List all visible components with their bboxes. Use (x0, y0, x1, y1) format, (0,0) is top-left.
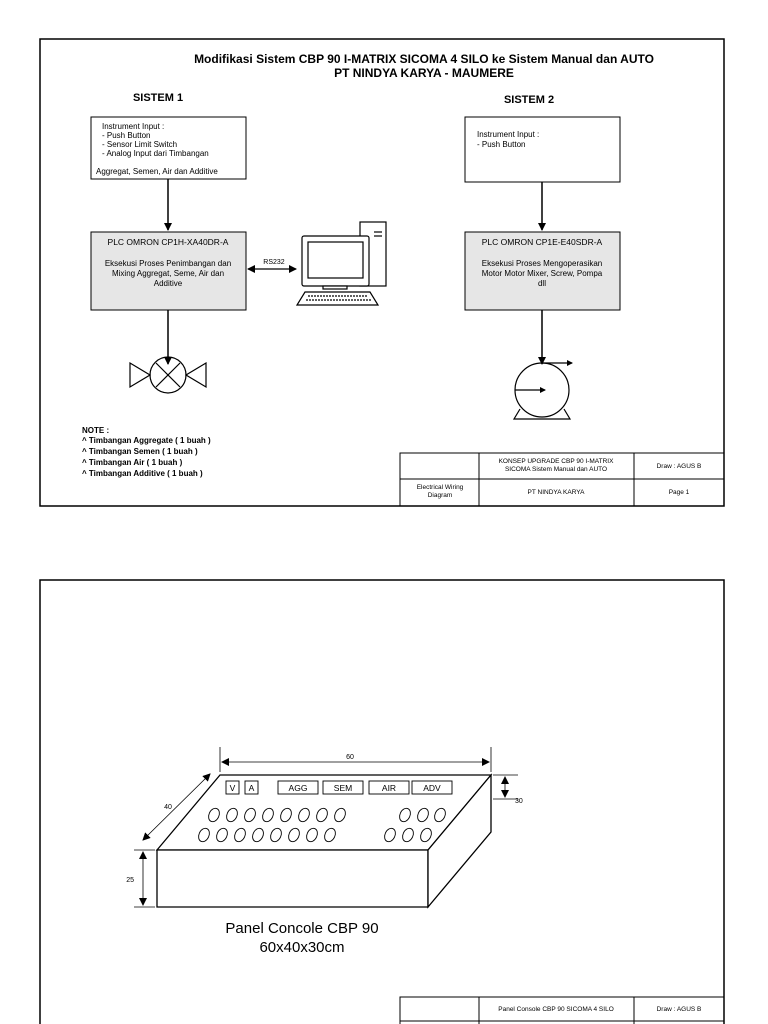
panel-switch-hole (324, 827, 336, 843)
panel-button-label: AIR (382, 783, 396, 793)
computer-icon (295, 221, 387, 306)
panel-switch-hole (216, 827, 228, 843)
sheet-2: 60 40 30 25 V A AGG SEM AIR ADV Panel Co… (39, 579, 725, 1024)
sheet-title-line1: Modifikasi Sistem CBP 90 I-MATRIX SICOMA… (194, 52, 654, 66)
panel-switch-hole (399, 807, 411, 823)
note-item: ^ Timbangan Aggregate ( 1 buah ) (82, 436, 211, 445)
panel-switch-hole (434, 807, 446, 823)
panel-button-adv (411, 780, 453, 795)
note-heading: NOTE : (82, 426, 109, 435)
panel-switch-hole (198, 827, 210, 843)
system2-input-line: Instrument Input : (477, 130, 539, 139)
plc2-desc-line: Eksekusi Proses Mengoperasikan (482, 259, 603, 268)
title-block-2 (399, 996, 724, 1024)
panel-switch-hole (402, 827, 414, 843)
system2-input-box (464, 116, 621, 183)
dim-height-left-label: 25 (126, 877, 134, 884)
system1-input-line: - Sensor Limit Switch (102, 140, 177, 149)
dim-depth-line (142, 773, 211, 841)
title-block-doc-type-line: Electrical Wiring (417, 484, 464, 491)
title-block-company: PT NINDYA KARYA (528, 489, 586, 496)
panel-switch-hole (417, 807, 429, 823)
panel-switch-hole (252, 827, 264, 843)
note-item: ^ Timbangan Semen ( 1 buah ) (82, 447, 198, 456)
system1-input-line: Aggregat, Semen, Air dan Additive (96, 167, 218, 176)
panel-caption-line1: Panel Concole CBP 90 (225, 920, 378, 937)
plc2-box (464, 231, 621, 311)
panel-button-label: AGG (289, 783, 308, 793)
panel-button-agg (277, 780, 319, 795)
title-block-2-draw: Draw : AGUS B (657, 1006, 702, 1013)
valve-icon (129, 356, 207, 394)
sheet-2-border (39, 579, 725, 1024)
panel-button-label: A (249, 783, 255, 793)
panel-switch-hole (334, 807, 346, 823)
rs232-label: RS232 (263, 259, 285, 266)
panel-switch-holes (198, 807, 446, 843)
panel-switch-hole (288, 827, 300, 843)
panel-button-label: SEM (334, 783, 352, 793)
panel-switch-hole (244, 807, 256, 823)
plc1-desc-line: Additive (154, 279, 183, 288)
sheet-1: Modifikasi Sistem CBP 90 I-MATRIX SICOMA… (39, 38, 725, 507)
plc1-desc-line: Eksekusi Proses Penimbangan dan (105, 259, 231, 268)
plc1-desc-line: Mixing Aggregat, Seme, Air dan (112, 269, 224, 278)
title-block-doc-type-line: Diagram (428, 492, 453, 499)
panel-switch-hole (280, 807, 292, 823)
panel-switch-hole (234, 827, 246, 843)
system1-input-line: - Analog Input dari Timbangan (102, 149, 209, 158)
dim-width-label: 60 (346, 754, 354, 761)
panel-console-drawing (155, 773, 493, 909)
panel-switch-hole (420, 827, 432, 843)
panel-button-v (225, 780, 240, 795)
title-block-page: Page 1 (669, 489, 690, 496)
sheet-title-line2: PT NINDYA KARYA - MAUMERE (334, 66, 514, 80)
panel-switch-hole (226, 807, 238, 823)
note-item: ^ Timbangan Additive ( 1 buah ) (82, 469, 203, 478)
plc2-desc-line: dll (538, 279, 546, 288)
sheet-1-border (39, 38, 725, 507)
panel-switch-hole (384, 827, 396, 843)
system1-input-line: - Push Button (102, 131, 150, 140)
panel-switch-hole (270, 827, 282, 843)
panel-button-air (368, 780, 410, 795)
title-block-1 (399, 452, 725, 507)
panel-caption-line2: 60x40x30cm (259, 939, 344, 956)
dim-height-right-label: 30 (515, 798, 523, 805)
panel-button-a (244, 780, 259, 795)
system2-heading: SISTEM 2 (504, 94, 554, 106)
plc2-title: PLC OMRON CP1E-E40SDR-A (482, 237, 603, 247)
panel-switch-hole (262, 807, 274, 823)
title-block-concept-line: KONSEP UPGRADE CBP 90 I-MATRIX (499, 458, 615, 465)
title-block-2-concept: Panel Console CBP 90 SICOMA 4 SILO (498, 1006, 614, 1013)
plc2-desc-line: Motor Motor Mixer, Screw, Pompa (482, 269, 603, 278)
panel-switch-hole (306, 827, 318, 843)
panel-switch-hole (208, 807, 220, 823)
plc1-title: PLC OMRON CP1H-XA40DR-A (108, 237, 229, 247)
plc1-box (90, 231, 247, 311)
panel-button-label: V (230, 783, 236, 793)
panel-switch-hole (316, 807, 328, 823)
title-block-draw: Draw : AGUS B (657, 463, 702, 470)
title-block-concept-line: SICOMA Sistem Manual dan AUTO (505, 466, 607, 473)
system1-heading: SISTEM 1 (133, 92, 183, 104)
panel-button-sem (322, 780, 364, 795)
note-item: ^ Timbangan Air ( 1 buah ) (82, 458, 183, 467)
dim-depth-label: 40 (164, 804, 172, 811)
motor-icon (512, 360, 573, 420)
system2-input-line: - Push Button (477, 140, 525, 149)
panel-switch-hole (298, 807, 310, 823)
system1-input-line: Instrument Input : (102, 122, 164, 131)
panel-button-label: ADV (423, 783, 441, 793)
